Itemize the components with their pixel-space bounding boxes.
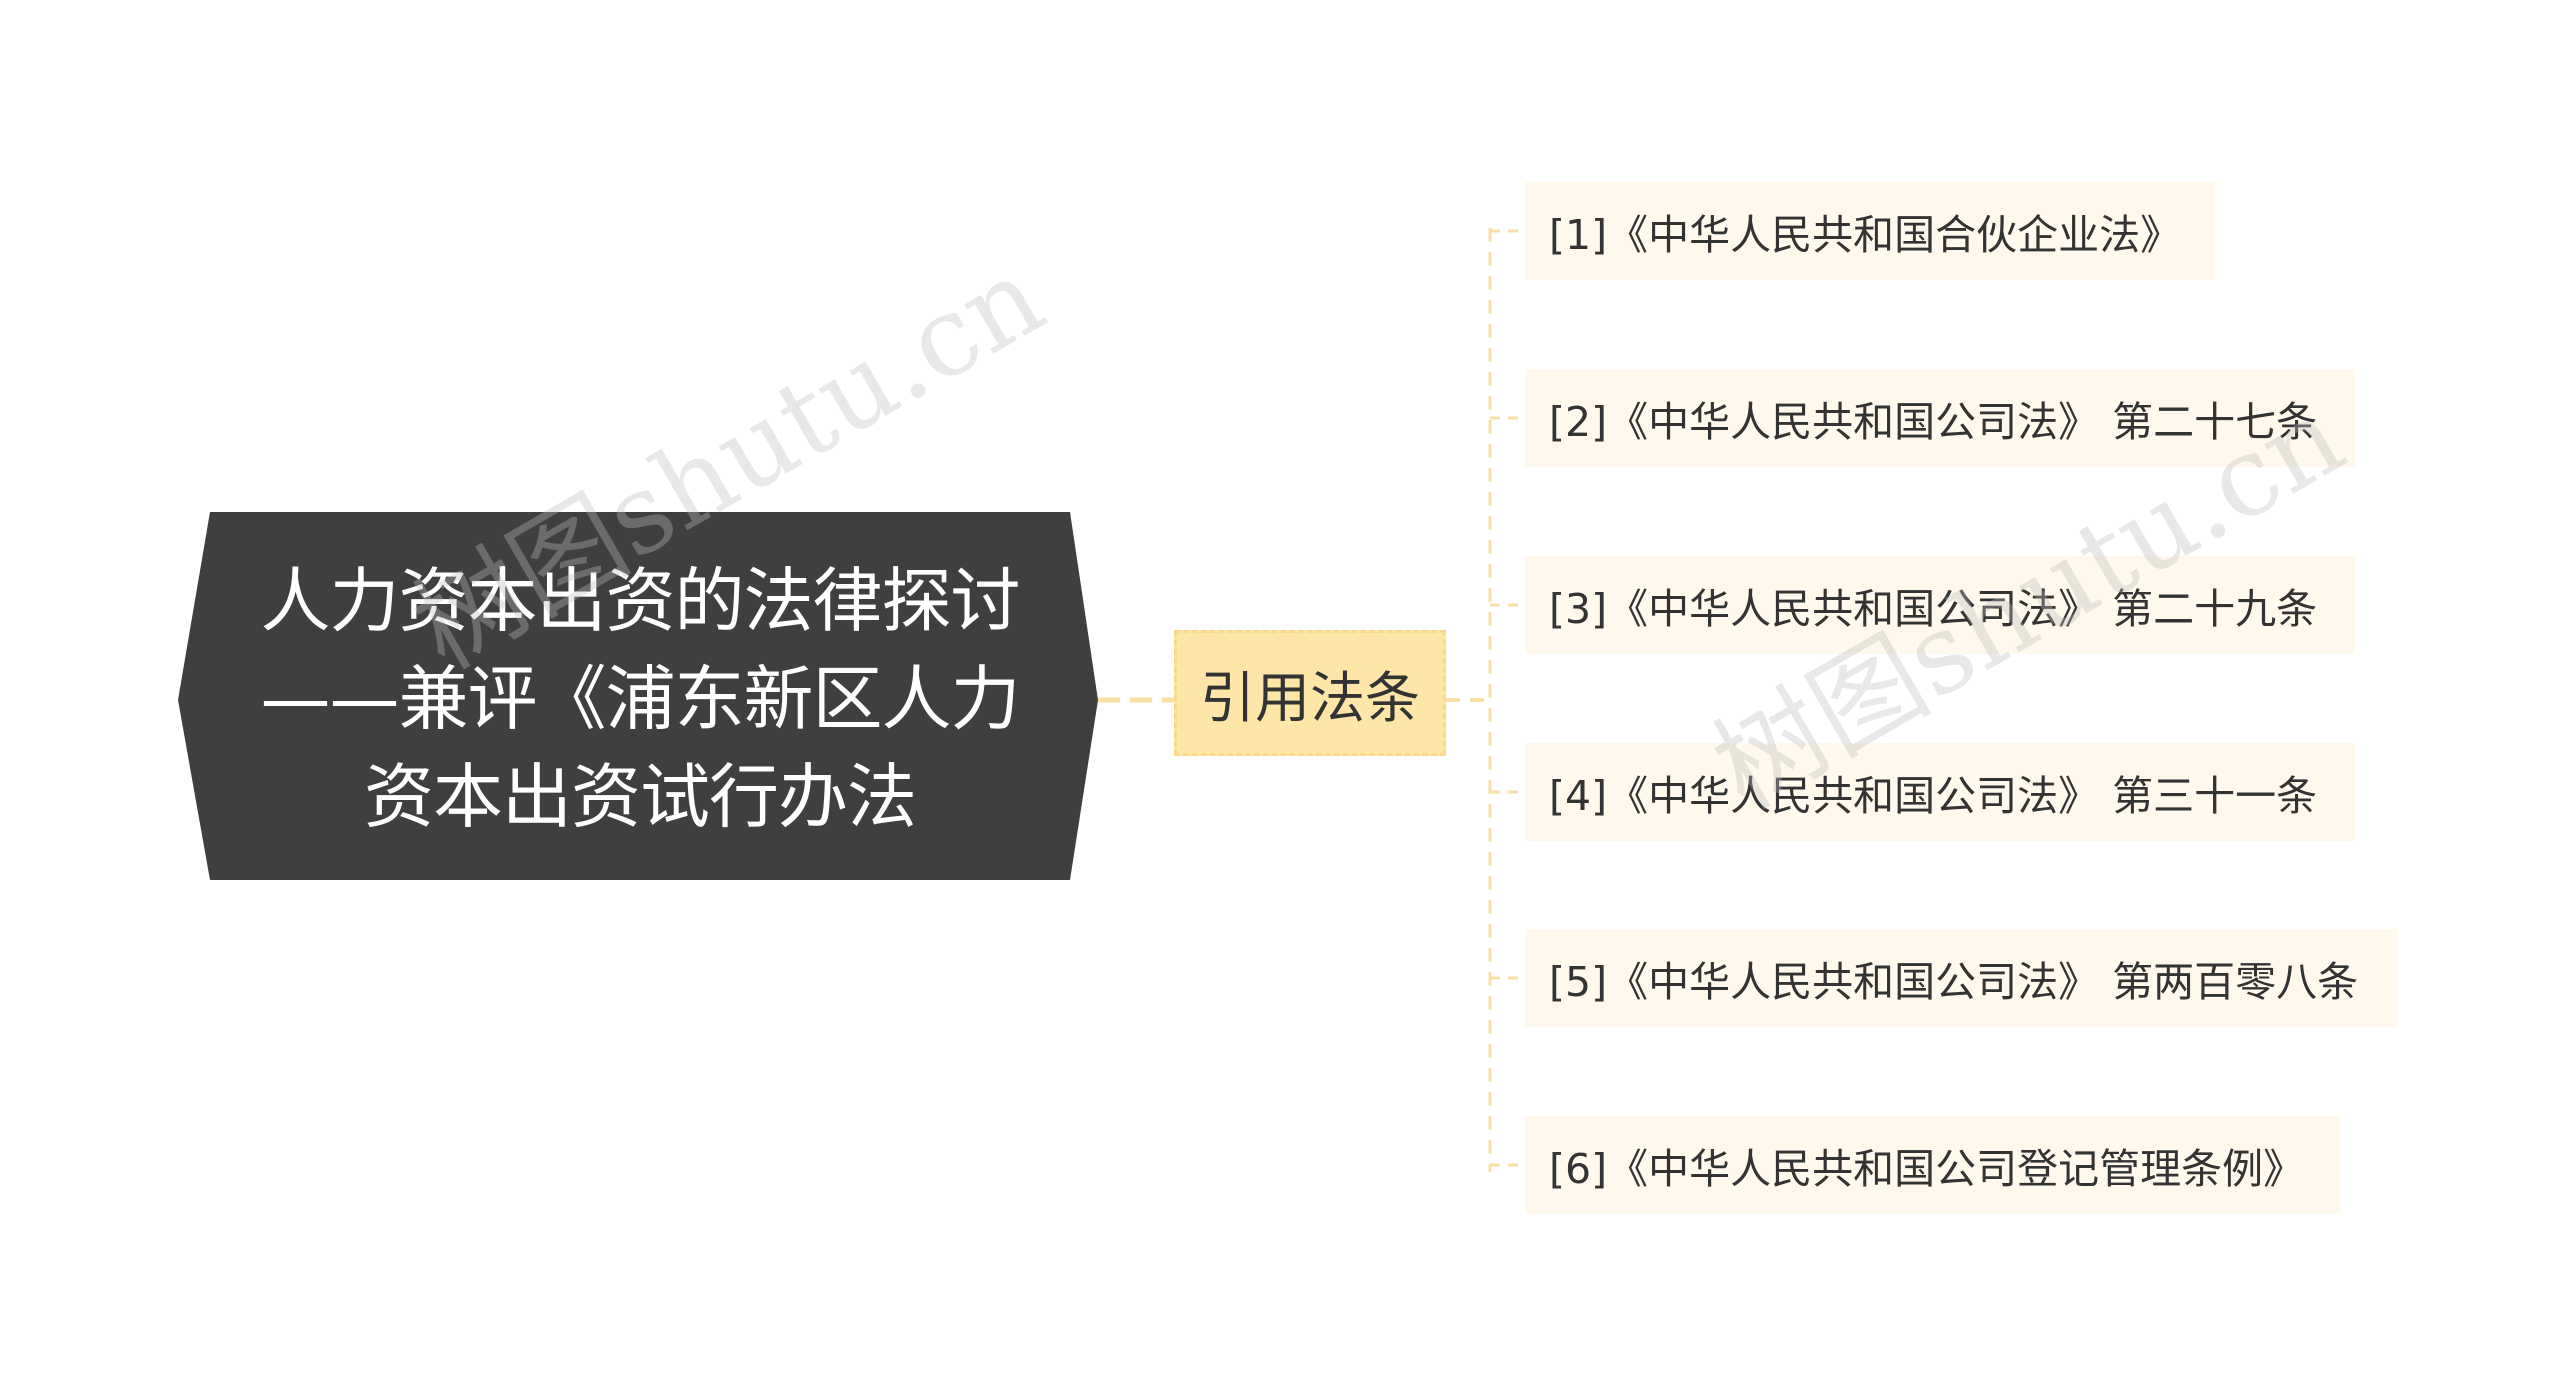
leaf-node-label: [3]《中华人民共和国公司法》 第二十九条 [1549, 585, 2318, 633]
root-node[interactable]: 人力资本出资的法律探讨 ——兼评《浦东新区人力 资本出资试行办法 [210, 552, 1070, 846]
leaf-node[interactable]: [4]《中华人民共和国公司法》 第三十一条 [1525, 743, 2355, 841]
branch-node-label: 引用法条 [1199, 666, 1420, 730]
leaf-node-label: [5]《中华人民共和国公司法》 第两百零八条 [1549, 958, 2359, 1006]
leaf-node-label: [2]《中华人民共和国公司法》 第二十七条 [1549, 398, 2318, 446]
branch-node[interactable]: 引用法条 [1174, 630, 1446, 756]
root-title-line-2: ——兼评《浦东新区人力 [260, 658, 1021, 740]
root-title-line-3: 资本出资试行办法 [364, 756, 917, 838]
leaf-node[interactable]: [3]《中华人民共和国公司法》 第二十九条 [1525, 556, 2355, 654]
leaf-node[interactable]: [2]《中华人民共和国公司法》 第二十七条 [1525, 369, 2355, 467]
leaf-node-label: [6]《中华人民共和国公司登记管理条例》 [1549, 1145, 2305, 1193]
root-title-line-1: 人力资本出资的法律探讨 [260, 560, 1021, 642]
leaf-node-label: [4]《中华人民共和国公司法》 第三十一条 [1549, 772, 2318, 820]
leaf-node[interactable]: [6]《中华人民共和国公司登记管理条例》 [1525, 1116, 2340, 1214]
leaf-node[interactable]: [5]《中华人民共和国公司法》 第两百零八条 [1525, 929, 2397, 1027]
leaf-node[interactable]: [1]《中华人民共和国合伙企业法》 [1525, 182, 2215, 280]
root-node-shape [178, 512, 1098, 880]
leaf-node-label: [1]《中华人民共和国合伙企业法》 [1549, 211, 2182, 259]
